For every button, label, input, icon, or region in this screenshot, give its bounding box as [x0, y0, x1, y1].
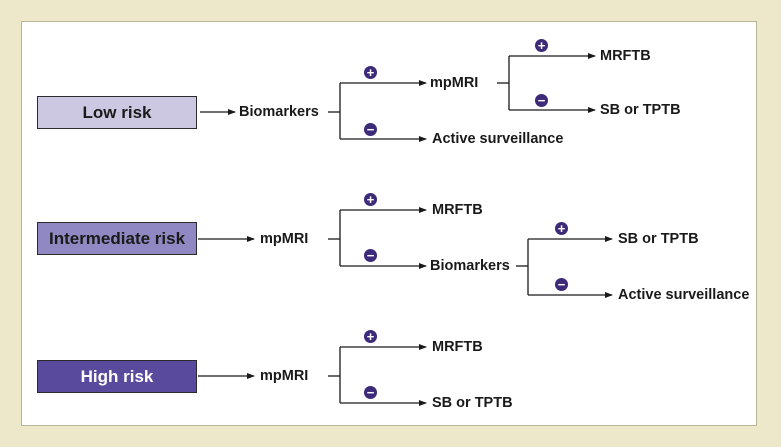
low-mrftb-label: MRFTB [600, 48, 651, 64]
low-sb-tptb-label: SB or TPTB [600, 102, 681, 118]
plus-icon: + [364, 193, 377, 206]
int-active-surveillance-label: Active surveillance [618, 287, 750, 303]
low-risk-box: Low risk [37, 96, 197, 129]
int-sb-tptb-label: SB or TPTB [618, 231, 699, 247]
high-mrftb-label: MRFTB [432, 339, 483, 355]
plus-icon: + [535, 39, 548, 52]
minus-icon: − [364, 249, 377, 262]
plus-icon: + [555, 222, 568, 235]
minus-icon: − [364, 386, 377, 399]
int-mrftb-label: MRFTB [432, 202, 483, 218]
high-risk-box: High risk [37, 360, 197, 393]
low-mpmri-label: mpMRI [430, 75, 479, 91]
plus-icon: + [364, 330, 377, 343]
minus-icon: − [555, 278, 568, 291]
high-mpmri-label: mpMRI [260, 368, 309, 384]
low-active-surveillance-label: Active surveillance [432, 131, 564, 147]
high-sb-tptb-label: SB or TPTB [432, 395, 513, 411]
intermediate-risk-box: Intermediate risk [37, 222, 197, 255]
int-mpmri-label: mpMRI [260, 231, 309, 247]
plus-icon: + [364, 66, 377, 79]
low-biomarkers-label: Biomarkers [239, 104, 319, 120]
minus-icon: − [535, 94, 548, 107]
minus-icon: − [364, 123, 377, 136]
int-biomarkers-label: Biomarkers [430, 258, 510, 274]
